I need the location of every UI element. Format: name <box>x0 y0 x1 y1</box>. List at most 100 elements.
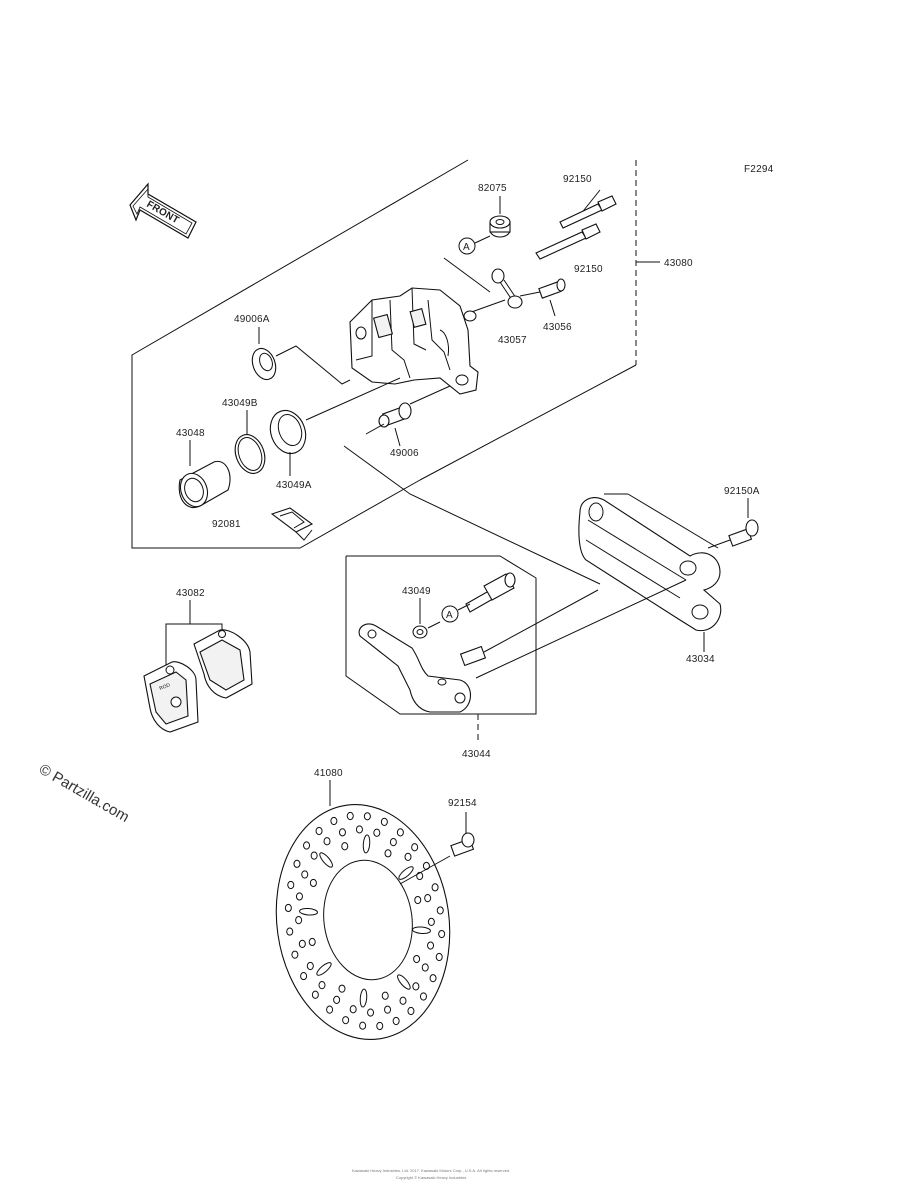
disc-hole <box>389 838 397 847</box>
pad-stamp: ROD <box>159 682 172 692</box>
disc-hole <box>399 996 407 1005</box>
disc-hole <box>316 962 332 976</box>
footer-line-1: Kawasaki Heavy Industries, Ltd. 2017. Ka… <box>352 1168 510 1173</box>
disc-hole <box>424 894 432 903</box>
disc-hole <box>309 878 317 888</box>
label-82075: 82075 <box>478 183 507 194</box>
label-92150-top: 92150 <box>563 174 592 185</box>
part-49006-bolt <box>378 385 451 447</box>
disc-hole <box>427 917 435 926</box>
disc-hole <box>333 995 341 1004</box>
disc-hole <box>373 828 381 837</box>
disc-hole <box>414 895 422 905</box>
label-43080: 43080 <box>664 258 693 269</box>
marker-a-top: A <box>458 235 491 255</box>
disc-hole <box>381 991 389 1000</box>
disc-hole <box>300 971 308 981</box>
disc-hole <box>367 1008 375 1017</box>
label-49006A: 49006A <box>234 314 270 325</box>
marker-a-lower-text: A <box>446 610 453 621</box>
disc-hole <box>323 837 331 846</box>
disc-hole <box>338 984 346 993</box>
label-43049: 43049 <box>402 586 431 597</box>
part-92081-clip <box>270 507 314 541</box>
part-43049A-seal <box>269 377 401 476</box>
disc-hole <box>376 1021 384 1031</box>
leader-43057 <box>443 257 491 293</box>
disc-hole <box>397 974 411 990</box>
disc-hole <box>330 816 338 826</box>
disc-hole <box>359 988 368 1008</box>
label-43044: 43044 <box>462 749 491 760</box>
disc-hole <box>299 907 318 916</box>
disc-hole <box>287 880 295 890</box>
disc-hole <box>349 1005 357 1014</box>
disc-hole <box>384 849 392 858</box>
disc-hole <box>404 852 412 861</box>
disc-hole <box>308 937 316 947</box>
disc-hole <box>429 974 437 983</box>
label-43034: 43034 <box>686 654 715 665</box>
label-49006: 49006 <box>390 448 419 459</box>
disc-hole <box>306 961 314 971</box>
part-92150-pins <box>535 189 617 260</box>
bracket-leader-lines <box>343 423 601 585</box>
disc-hole <box>438 929 446 939</box>
marker-a-top-text: A <box>463 242 470 253</box>
disc-hole <box>303 841 311 850</box>
part-43048-piston <box>178 440 231 508</box>
disc-hole <box>435 952 443 962</box>
disc-hole <box>412 982 420 991</box>
part-92154-bolt <box>399 812 475 885</box>
part-82075-cap <box>489 196 511 238</box>
disc-hole <box>398 866 414 880</box>
part-43049B-ring <box>234 410 266 474</box>
caliper-assembly-outline <box>131 159 660 549</box>
part-41080-brake-disc <box>275 780 451 1041</box>
part-43082-pads: ROD <box>143 600 253 733</box>
label-43049B: 43049B <box>222 398 258 409</box>
label-41080: 41080 <box>314 768 343 779</box>
part-43057-cap <box>491 268 523 309</box>
footer-line-2: Copyright © Kawasaki Heavy Industries <box>396 1175 466 1180</box>
label-43056: 43056 <box>543 322 572 333</box>
disc-hole <box>319 852 333 868</box>
disc-hole <box>431 883 439 892</box>
disc-hole <box>396 828 404 837</box>
disc-hole <box>298 939 306 948</box>
part-43034-bracket <box>578 493 722 652</box>
disc-hole <box>342 1016 350 1025</box>
disc-hole <box>346 811 354 821</box>
disc-hole <box>419 992 427 1001</box>
label-43082: 43082 <box>176 588 205 599</box>
disc-hole <box>315 826 323 836</box>
disc-hole <box>291 950 299 959</box>
disc-hole <box>310 851 318 860</box>
part-49006A-seal <box>251 327 351 385</box>
disc-hole <box>326 1005 334 1014</box>
watermark: © Partzilla.com <box>36 761 132 826</box>
label-43048: 43048 <box>176 428 205 439</box>
caliper-body <box>349 287 479 395</box>
disc-hole <box>355 825 363 834</box>
label-92150A: 92150A <box>724 486 760 497</box>
label-43057: 43057 <box>498 335 527 346</box>
part-43049-boot <box>412 598 441 639</box>
disc-hole <box>392 1016 400 1026</box>
disc-hole <box>311 990 319 999</box>
disc-hole <box>301 870 309 879</box>
disc-hole <box>411 843 419 852</box>
disc-hole <box>318 981 326 990</box>
label-92150-mid: 92150 <box>574 264 603 275</box>
disc-hole <box>363 812 371 821</box>
disc-hole <box>295 892 303 901</box>
disc-hole <box>407 1006 415 1016</box>
disc-hole <box>427 941 435 950</box>
holder-group-outline <box>345 555 537 742</box>
disc-hole <box>362 834 371 854</box>
disc-hole <box>338 828 346 837</box>
disc-hole <box>413 954 421 964</box>
marker-a-lower: A <box>441 605 459 623</box>
disc-hole <box>284 903 292 913</box>
